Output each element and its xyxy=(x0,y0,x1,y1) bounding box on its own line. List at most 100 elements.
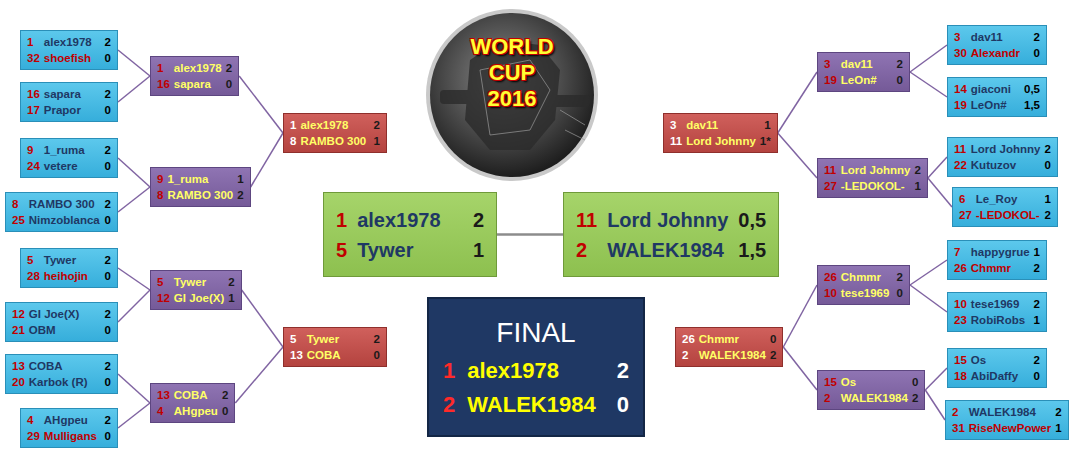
match-score: 2 xyxy=(374,331,380,347)
match-box: 7happygrue126Chmmr2 xyxy=(947,240,1047,280)
match-score: 1 xyxy=(374,133,380,149)
logo-disc xyxy=(430,13,594,177)
match-score: 0 xyxy=(1034,45,1040,61)
match-score: 0 xyxy=(912,374,918,390)
match-score: 0 xyxy=(374,347,380,363)
seed-number: 5 xyxy=(157,274,170,290)
match-score: 2 xyxy=(1034,29,1040,45)
bracket-connector xyxy=(928,157,947,178)
match-box: 26Chmmr02WALEK19842 xyxy=(675,327,783,367)
seed-number: 9 xyxy=(27,142,40,158)
seed-number: 2 xyxy=(443,388,455,422)
match-score: 2 xyxy=(105,86,111,102)
bracket-connector xyxy=(910,260,947,285)
player-name: Prapor xyxy=(44,102,101,118)
bracket-connector xyxy=(239,76,283,133)
player-name: COBA xyxy=(307,347,370,363)
player-name: Karbok (R) xyxy=(29,374,101,390)
bracket-connector xyxy=(118,290,150,322)
bracket-connector xyxy=(118,403,150,428)
match-box: 10tese1969223RobiRobs1 xyxy=(947,292,1047,332)
seed-number: 2 xyxy=(682,347,695,363)
player-name: RobiRobs xyxy=(971,312,1030,328)
match-score: 2 xyxy=(105,196,111,212)
logo-ring xyxy=(426,9,598,181)
seed-number: 5 xyxy=(336,235,347,265)
player-name: OBM xyxy=(29,322,101,338)
player-name: -LEDOKOL- xyxy=(976,207,1041,223)
player-name: dav11 xyxy=(971,29,1030,45)
match-box: 5Tywer212GI Joe(X)1 xyxy=(150,270,242,310)
bracket-connector xyxy=(242,290,283,347)
player-name: Tywer xyxy=(307,331,370,347)
match-box: 5Tywer213COBA0 xyxy=(283,327,387,367)
match-score: 2 xyxy=(1055,404,1061,420)
bracket-connector xyxy=(118,187,150,212)
match-score: 2 xyxy=(912,390,918,406)
player-name: tese1969 xyxy=(841,285,893,301)
seed-number: 13 xyxy=(157,387,170,403)
seed-number: 22 xyxy=(954,157,967,173)
seed-number: 21 xyxy=(12,322,25,338)
match-score: 0 xyxy=(897,72,903,88)
match-score: 0 xyxy=(770,331,776,347)
seed-number: 5 xyxy=(27,252,40,268)
seed-number: 24 xyxy=(27,158,40,174)
match-box: 15Os218AbiDaffy0 xyxy=(947,348,1047,388)
final-heading: FINAL xyxy=(443,312,629,354)
bracket-connector xyxy=(778,133,817,178)
seed-number: 13 xyxy=(12,358,25,374)
match-score: 1* xyxy=(760,133,771,149)
seed-number: 13 xyxy=(290,347,303,363)
match-box: 13COBA24AHgpeu0 xyxy=(150,383,235,423)
seed-number: 1 xyxy=(443,354,455,388)
player-name: alex1978 xyxy=(44,34,101,50)
match-box: 15Os02WALEK19842 xyxy=(817,370,925,410)
match-score: 2 xyxy=(1045,207,1051,223)
match-box: 12GI Joe(X)221OBM0 xyxy=(5,302,118,342)
player-name: sapara xyxy=(174,76,222,92)
match-score: 2 xyxy=(897,56,903,72)
player-name: alex1978 xyxy=(174,60,222,76)
seed-number: 23 xyxy=(954,312,967,328)
match-score: 0 xyxy=(105,268,111,284)
match-score: 0 xyxy=(105,374,111,390)
player-name: Chmmr xyxy=(699,331,766,347)
bracket-connector xyxy=(118,50,150,76)
match-box: 91_ruma224vetere0 xyxy=(20,138,118,178)
bracket-connector xyxy=(251,133,283,187)
match-score: 0 xyxy=(617,388,629,422)
player-name: GI Joe(X) xyxy=(29,306,101,322)
match-score: 0 xyxy=(105,212,111,228)
player-name: WALEK1984 xyxy=(607,235,728,265)
seed-number: 11 xyxy=(954,141,967,157)
player-name: WALEK1984 xyxy=(699,347,766,363)
seed-number: 19 xyxy=(824,72,837,88)
player-name: Chmmr xyxy=(971,260,1030,276)
seed-number: 26 xyxy=(682,331,695,347)
player-name: 1_ruma xyxy=(167,171,233,187)
match-score: 2 xyxy=(222,387,228,403)
seed-number: 6 xyxy=(959,191,972,207)
match-score: 2 xyxy=(1034,352,1040,368)
seed-number: 9 xyxy=(157,171,163,187)
match-score: 2 xyxy=(897,269,903,285)
match-score: 0,5 xyxy=(1024,81,1040,97)
player-name: Os xyxy=(841,374,908,390)
match-score: 0 xyxy=(226,76,232,92)
player-name: sapara xyxy=(44,86,101,102)
player-name: COBA xyxy=(29,358,101,374)
match-score: 1 xyxy=(1034,244,1040,260)
seed-number: 3 xyxy=(954,29,967,45)
match-score: 2 xyxy=(914,162,920,178)
player-name: alex1978 xyxy=(467,354,605,388)
player-name: AbiDaffy xyxy=(971,368,1030,384)
player-name: COBA xyxy=(174,387,218,403)
player-name: LeOn# xyxy=(971,97,1020,113)
seed-number: 3 xyxy=(824,56,837,72)
bracket-connector xyxy=(925,368,947,390)
seed-number: 31 xyxy=(952,420,965,436)
seed-number: 29 xyxy=(27,428,40,444)
seed-number: 1 xyxy=(290,117,296,133)
match-score: 0 xyxy=(105,50,111,66)
